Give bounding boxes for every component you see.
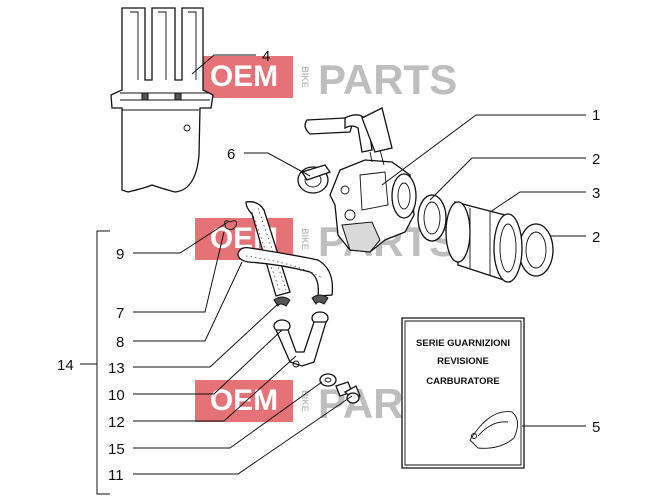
watermark-top-bike-text: BIKE [300,66,310,88]
callout-14: 14 [57,357,74,374]
gasket-card-line1: SERIE GUARNIZIONI [416,338,510,349]
callout-2-upper: 2 [592,151,600,168]
leader-7 [133,231,225,313]
callout-10: 10 [108,387,125,404]
leader-3 [489,191,586,213]
callout-5: 5 [592,419,600,436]
part-intake-sleeve [445,201,523,283]
watermark-top: OEM BIKE PARTS [195,56,457,103]
leader-10 [133,329,283,395]
part-ring-lower [518,223,554,277]
leader-8 [133,261,243,342]
leader-lines [80,54,586,495]
leader-9 [133,221,229,254]
bracket-14 [96,230,110,495]
leader-13 [133,303,279,368]
watermark-top-parts-text: PARTS [318,56,457,103]
leader-11 [133,395,353,475]
callout-11: 11 [108,467,124,484]
callout-1: 1 [592,107,600,124]
part-ring-upper [417,194,447,242]
watermark-top-oem-text: OEM [210,60,278,93]
leader-6 [244,152,311,177]
part-reed-valve-plate [110,7,214,193]
callout-numbers: 1 2 3 2 4 5 6 7 8 9 10 11 12 13 14 15 [57,48,600,484]
part-fuel-hose-upper [245,201,291,297]
watermark-middle-bike-text: BIKE [300,228,310,250]
callout-2-lower: 2 [592,229,600,246]
watermark-top-oem-box [195,56,293,98]
leader-15 [133,381,323,449]
part-spring-clip [224,220,237,231]
part-clamp-left [297,164,332,194]
leader-1 [381,114,586,186]
part-screw [335,381,361,404]
part-washer [319,373,337,387]
watermark-bottom-bike-text: BIKE [300,390,310,412]
leader-2a [429,157,586,201]
part-fuel-hose-lower [237,246,334,297]
callout-9: 9 [116,246,124,263]
gasket-card-line2: REVISIONE [437,356,489,367]
part-carburetor [304,107,417,253]
callout-6: 6 [227,146,235,163]
callout-12: 12 [108,414,125,431]
watermark-middle: OEM BIKE PARTS [195,218,457,265]
leader-12 [133,355,297,422]
part-gasket-kit-card: SERIE GUARNIZIONI REVISIONE CARBURATORE [401,317,525,469]
part-fuel-connector [273,311,329,368]
callout-13: 13 [108,360,125,377]
callout-7: 7 [116,305,124,322]
callout-8: 8 [116,334,124,351]
leader-4 [191,54,256,75]
gasket-card-line3: CARBURATORE [426,376,500,387]
callout-3: 3 [592,185,600,202]
part-hose-clamps [273,294,329,307]
callout-15: 15 [108,441,125,458]
callout-4: 4 [262,48,270,65]
watermark-bottom-oem-text: OEM [210,384,278,417]
